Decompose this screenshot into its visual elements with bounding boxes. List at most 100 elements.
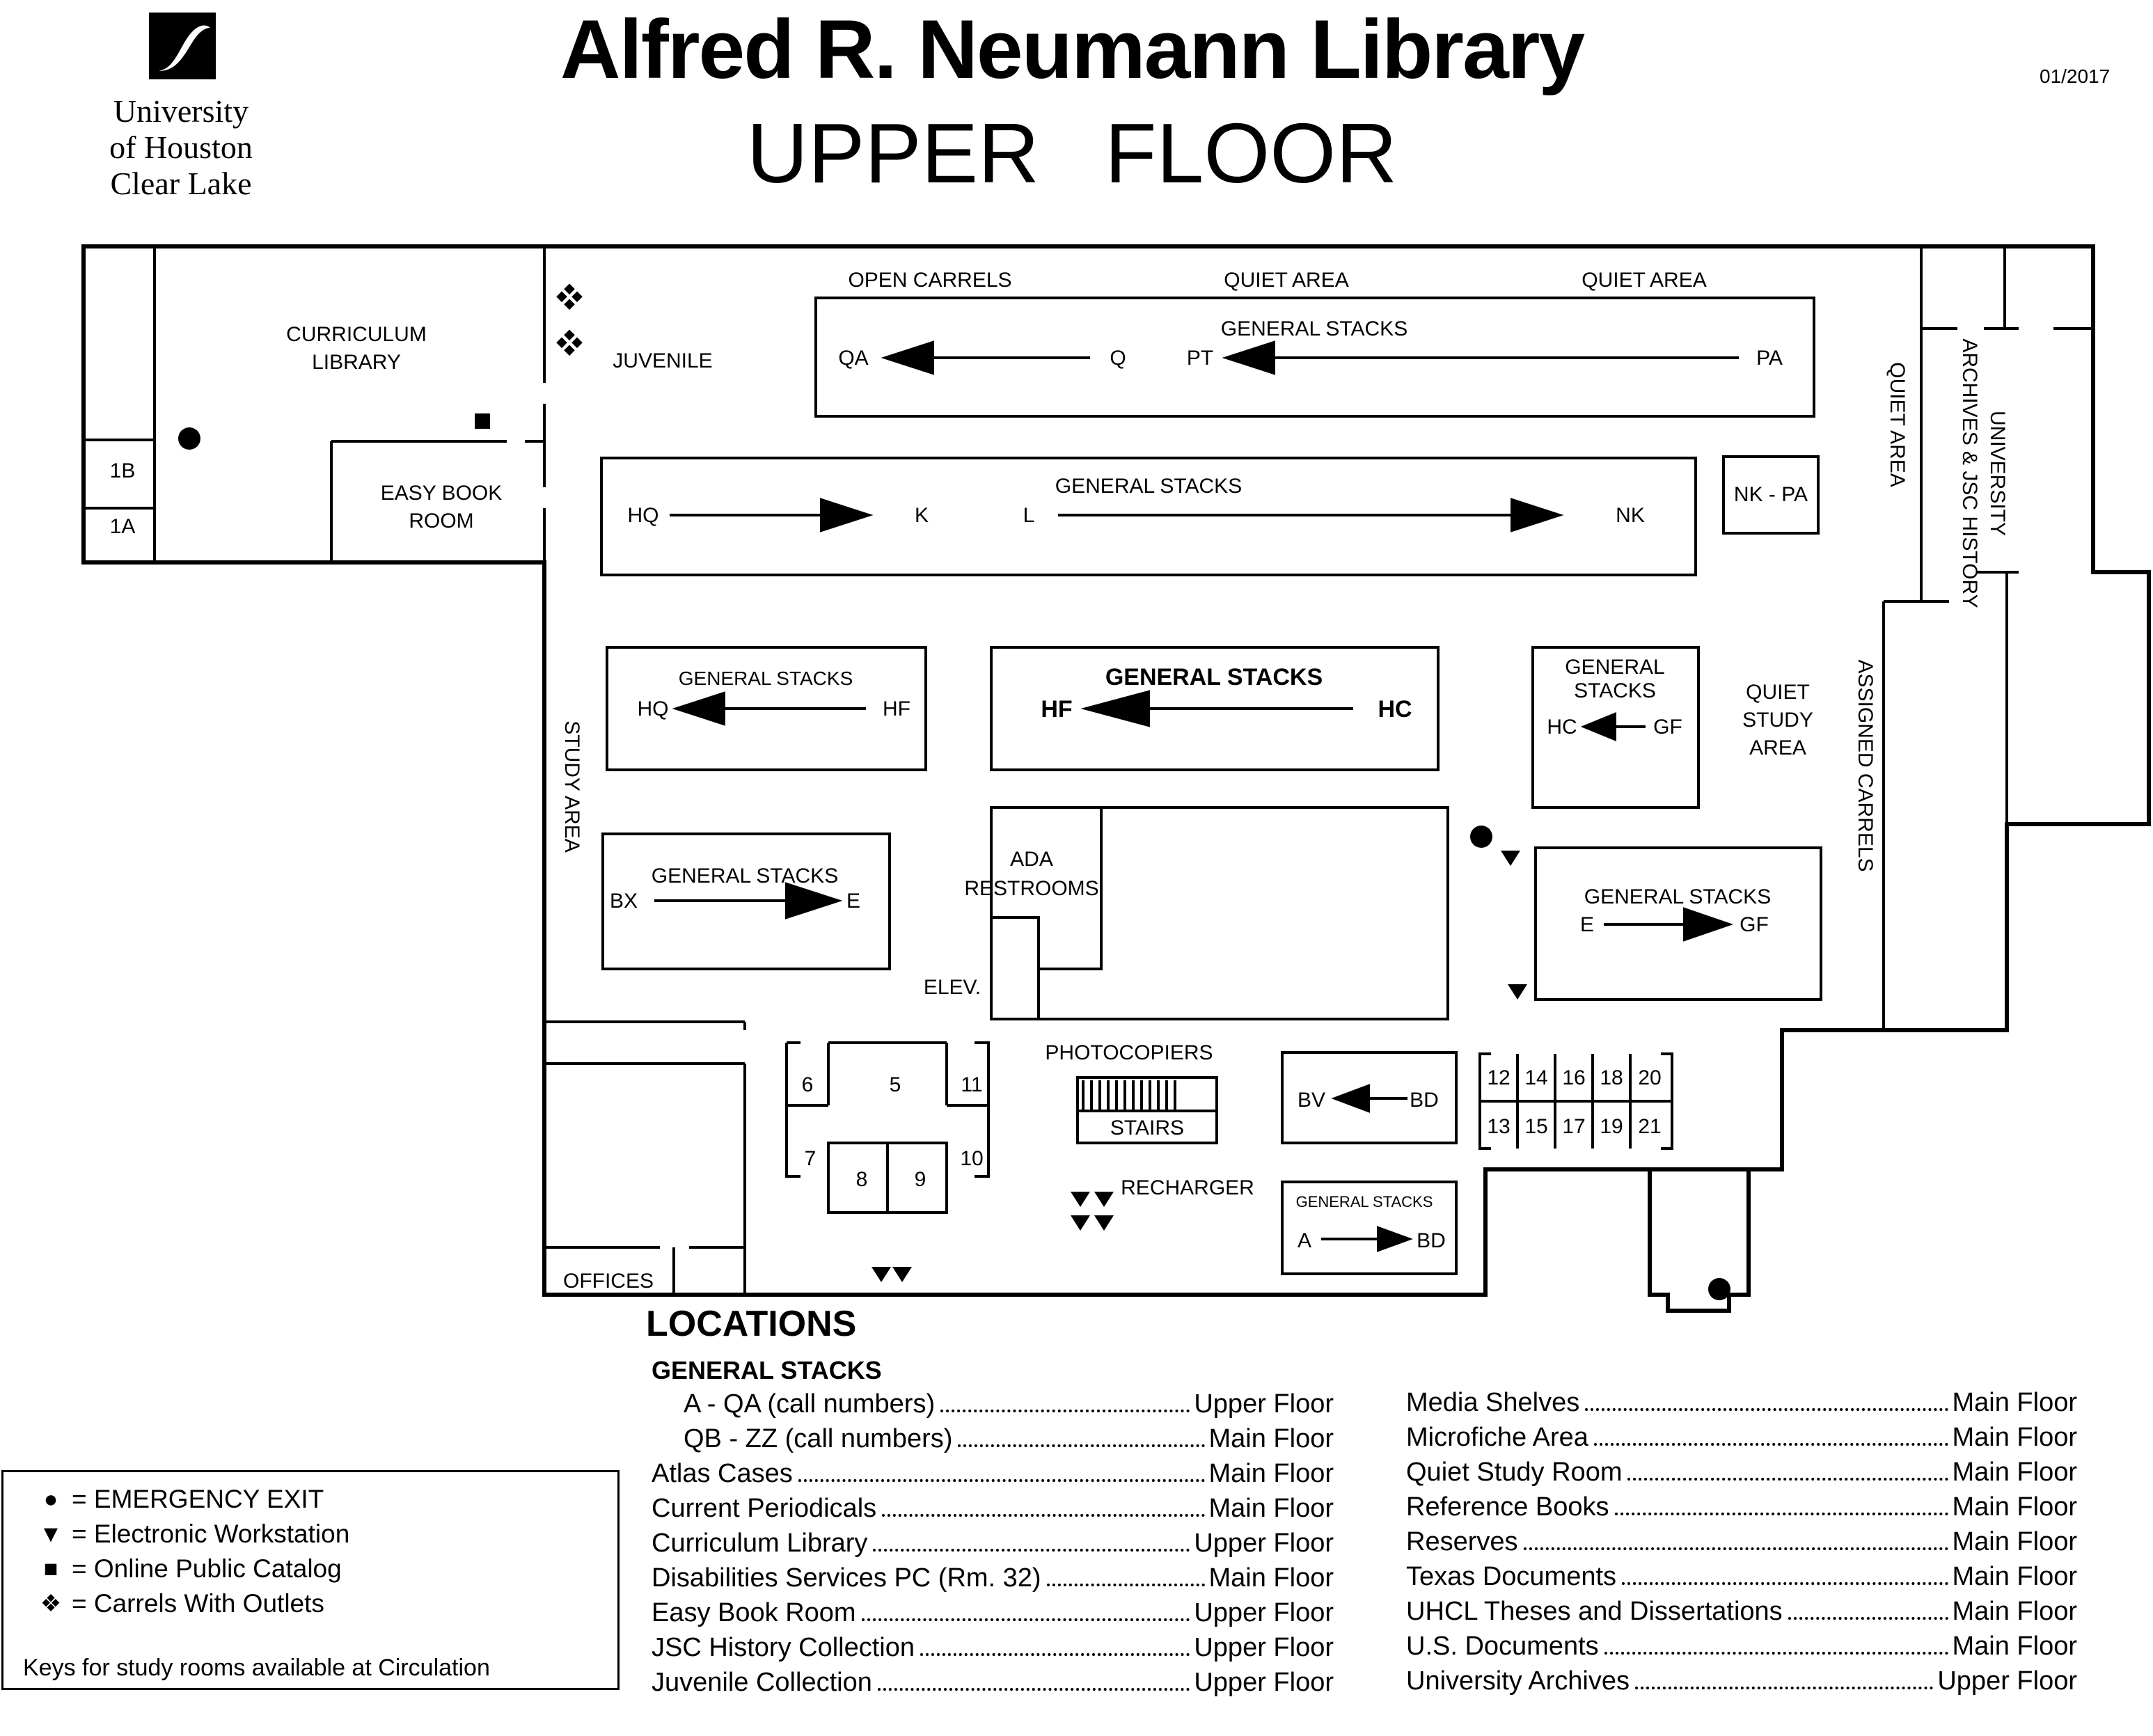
study-room-number: 10 <box>960 1147 983 1170</box>
study-room-number: 8 <box>856 1168 868 1191</box>
location-name: Juvenile Collection <box>652 1668 872 1697</box>
workstation-icon: ▼ <box>39 1520 63 1547</box>
call-number-label: HC <box>1378 696 1412 723</box>
university-line: Clear Lake <box>110 166 252 201</box>
legend: ● = EMERGENCY EXIT ▼ = Electronic Workst… <box>1 1470 620 1690</box>
study-room-number: 21 <box>1638 1115 1661 1138</box>
emergency-exit-icon <box>178 427 200 450</box>
location-name: JSC History Collection <box>652 1633 915 1662</box>
legend-item: ❖ = Carrels With Outlets <box>37 1589 324 1618</box>
room-1b-label: 1B <box>110 459 136 482</box>
location-row: A - QA (call numbers)Upper Floor <box>684 1389 1334 1419</box>
location-floor: Main Floor <box>1952 1632 2078 1661</box>
workstation-icon <box>1071 1192 1090 1207</box>
study-room-number: 17 <box>1562 1115 1585 1138</box>
page-title: Alfred R. Neumann Library <box>560 3 1585 96</box>
general-stacks-label: GENERAL STACKS <box>652 865 838 887</box>
dot-leader <box>1523 1547 1948 1550</box>
study-room-number: 15 <box>1524 1115 1547 1138</box>
locations-subheading: GENERAL STACKS <box>652 1356 882 1384</box>
call-number-label: HF <box>1041 696 1072 723</box>
quiet-area-label: QUIET AREA <box>1582 269 1707 292</box>
call-number-label: HC <box>1547 716 1577 739</box>
study-rooms-left <box>785 1041 990 1214</box>
general-stacks-label: GENERAL <box>1565 656 1664 679</box>
location-name: Quiet Study Room <box>1406 1458 1623 1487</box>
call-number-label: A <box>1298 1229 1311 1252</box>
quiet-area-label: QUIET AREA <box>1886 362 1909 487</box>
study-room-number: 20 <box>1638 1066 1661 1089</box>
study-area-label: STUDY AREA <box>560 720 583 853</box>
location-floor: Main Floor <box>1952 1388 2078 1417</box>
emergency-exit-icon <box>1708 1278 1730 1300</box>
dot-leader <box>1622 1582 1948 1585</box>
study-room-number: 6 <box>802 1073 814 1096</box>
open-carrels-label: OPEN CARRELS <box>848 269 1011 292</box>
dot-leader <box>1788 1617 1948 1620</box>
dot-leader <box>1585 1408 1948 1411</box>
location-row: Disabilities Services PC (Rm. 32) Main Fl… <box>652 1563 1334 1593</box>
dot-leader <box>1046 1584 1205 1586</box>
location-floor: Upper Floor <box>1194 1633 1334 1662</box>
workstation-icon <box>1094 1215 1114 1231</box>
location-floor: Upper Floor <box>1194 1598 1334 1627</box>
quiet-study-area-label: STUDY <box>1742 709 1813 732</box>
call-number-label: HF <box>883 697 910 720</box>
call-number-label: HQ <box>638 697 669 720</box>
location-name: Curriculum Library <box>652 1529 868 1558</box>
call-number-label: QA <box>838 347 868 370</box>
location-floor: Main Floor <box>1208 1563 1334 1593</box>
location-name: Microfiche Area <box>1406 1423 1588 1452</box>
curriculum-library-label: CURRICULUM <box>286 323 427 346</box>
stack-boxes <box>600 297 1822 1275</box>
easy-book-room-label: EASY BOOK <box>381 482 503 505</box>
location-name: Reference Books <box>1406 1492 1609 1522</box>
dot-leader <box>877 1688 1190 1691</box>
university-line: University <box>113 93 249 129</box>
stack-arrows <box>654 340 1739 1252</box>
uhcl-logo-icon <box>149 13 216 79</box>
dot-leader <box>920 1653 1190 1656</box>
general-stacks-label: GENERAL STACKS <box>1296 1193 1433 1210</box>
catalog-icon <box>475 413 490 429</box>
stairs-treads <box>1082 1080 1176 1111</box>
general-stacks-label: GENERAL STACKS <box>1055 475 1242 498</box>
location-floor: Main Floor <box>1952 1562 2078 1591</box>
call-number-label: E <box>1580 913 1594 936</box>
call-number-label: PT <box>1187 347 1213 370</box>
interior-walls <box>84 246 2093 1295</box>
stairs-label: STAIRS <box>1110 1116 1184 1139</box>
location-floor: Main Floor <box>1208 1459 1334 1488</box>
study-room-number: 12 <box>1487 1066 1510 1089</box>
study-rooms-right <box>1478 1052 1673 1150</box>
location-floor: Upper Floor <box>1937 1666 2077 1696</box>
ada-restrooms-label: RESTROOMS <box>964 877 1098 900</box>
dot-leader <box>1614 1513 1948 1515</box>
legend-label: = Electronic Workstation <box>72 1520 350 1548</box>
dot-leader <box>882 1514 1205 1517</box>
study-room-number: 14 <box>1524 1066 1547 1089</box>
legend-item: ■ = Online Public Catalog <box>37 1554 342 1584</box>
dot-leader <box>873 1549 1190 1552</box>
call-number-label: BD <box>1417 1229 1446 1252</box>
call-number-label: NK <box>1616 504 1645 527</box>
location-name: Disabilities Services PC (Rm. 32) <box>652 1563 1041 1593</box>
call-number-label: L <box>1023 504 1035 527</box>
ada-restrooms-label: ADA <box>1010 848 1053 871</box>
general-stacks-label: GENERAL STACKS <box>1221 317 1407 340</box>
workstation-icon <box>892 1267 912 1282</box>
location-name: Reserves <box>1406 1527 1518 1556</box>
dot-leader <box>940 1410 1190 1412</box>
general-stacks-label: GENERAL STACKS <box>1105 664 1323 691</box>
